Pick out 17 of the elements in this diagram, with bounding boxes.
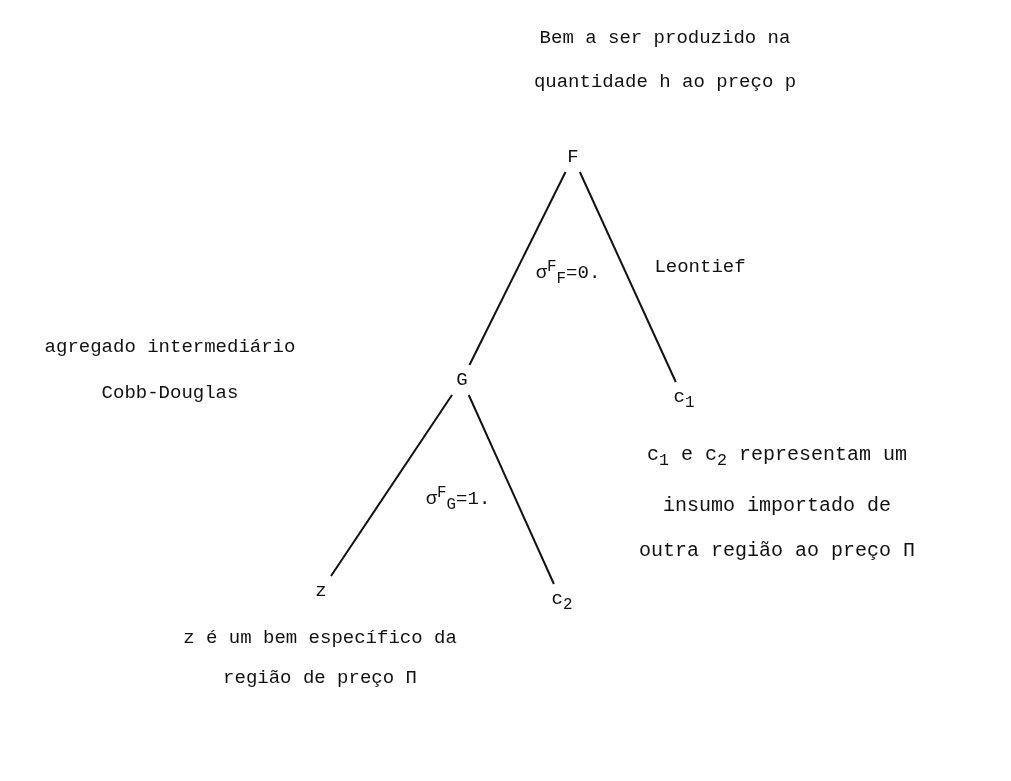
tree-node-label: F bbox=[562, 145, 584, 169]
branch-line bbox=[467, 394, 555, 585]
tree-node-label: c$_{2}$ bbox=[545, 587, 579, 617]
elasticity-label: σ$^{F}$$_{G}$=1. bbox=[424, 483, 492, 517]
node-description: Cobb-Douglas bbox=[100, 381, 240, 406]
branch-line bbox=[330, 394, 453, 577]
branch-line bbox=[578, 171, 677, 383]
tree-node-label: c$_{1}$ bbox=[667, 385, 701, 415]
node-description: Bem a ser produzido na quantidade h ao preço p bbox=[532, 26, 798, 95]
tree-node-label: G bbox=[451, 368, 473, 392]
node-description: agregado intermediário bbox=[43, 335, 297, 360]
elasticity-label: σ$^{F}$$_{F}$=0. bbox=[534, 257, 602, 291]
annotation-text: c$_{1}$ e c$_{2}$ representam um insumo importado de outra região ao preço Π bbox=[637, 442, 916, 564]
annotation-text: Leontief bbox=[653, 255, 747, 280]
node-description: z é um bem específico da região de preço Π bbox=[182, 626, 458, 691]
tree-node-label: z bbox=[310, 579, 332, 603]
branch-line bbox=[468, 171, 567, 366]
